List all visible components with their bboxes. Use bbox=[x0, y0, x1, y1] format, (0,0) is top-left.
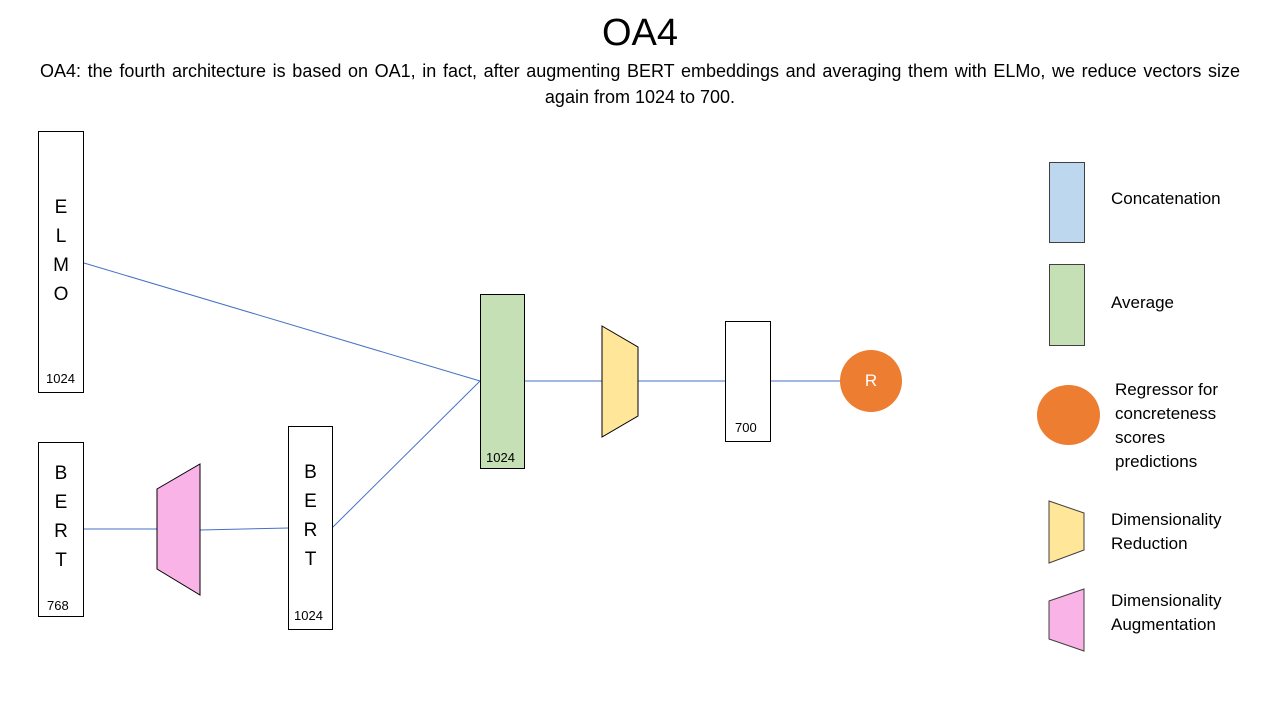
elmo-letter: E bbox=[54, 197, 68, 218]
legend-average-label: Average bbox=[1111, 293, 1175, 312]
connector-elmo-to-average bbox=[83, 262, 481, 382]
page-title: OA4 bbox=[601, 12, 679, 54]
legend-dim-reduction-label: Dimensionality Reduction bbox=[1111, 508, 1222, 556]
bert-input-letter: T bbox=[55, 550, 67, 571]
legend-regressor-line: scores bbox=[1115, 428, 1166, 447]
elmo-letter: L bbox=[55, 226, 67, 247]
elmo-letter: O bbox=[53, 284, 69, 305]
legend-concatenation-label: Concatenation bbox=[1111, 189, 1221, 208]
bert-augmented-box: B E R T 1024 bbox=[288, 426, 333, 630]
augmentation-trapezoid-icon bbox=[156, 463, 201, 596]
bert-augmented-letter: R bbox=[303, 520, 318, 541]
legend-augmentation-trapezoid-icon bbox=[1048, 588, 1085, 652]
bert-augmented-letter: E bbox=[304, 491, 317, 512]
average-dim-label: 1024 bbox=[486, 450, 515, 465]
bert-input-box: B E R T 768 bbox=[38, 442, 84, 617]
bert-input-letter: B bbox=[54, 463, 68, 484]
legend-regressor-line: predictions bbox=[1115, 452, 1198, 471]
bert-input-dim-label: 768 bbox=[47, 598, 69, 613]
bert-augmented-letter: B bbox=[304, 462, 317, 483]
connector-augmentation-to-bert bbox=[199, 527, 290, 531]
legend-regressor-line: Regressor for bbox=[1115, 380, 1218, 399]
elmo-letter: M bbox=[53, 255, 69, 276]
legend-dim-reduction-line: Dimensionality bbox=[1111, 510, 1222, 529]
legend-dim-augmentation-line: Dimensionality bbox=[1111, 591, 1222, 610]
bert-input-letter: R bbox=[54, 521, 68, 542]
reduced-dim-label: 700 bbox=[735, 420, 757, 435]
bert-augmented-letter: T bbox=[304, 549, 317, 570]
reduction-trapezoid-icon bbox=[601, 325, 639, 438]
legend-dim-reduction-line: Reduction bbox=[1111, 534, 1188, 553]
connector-bert-to-average bbox=[332, 380, 481, 528]
legend-concatenation-swatch bbox=[1049, 162, 1085, 243]
legend-dim-augmentation-line: Augmentation bbox=[1111, 615, 1216, 634]
legend-regressor-label: Regressor for concreteness scores predic… bbox=[1115, 378, 1218, 474]
bert-augmented-dim-label: 1024 bbox=[294, 608, 323, 623]
legend-regressor-circle-icon bbox=[1037, 385, 1100, 445]
reduced-box: 700 bbox=[725, 321, 771, 442]
bert-input-letter: E bbox=[54, 492, 68, 513]
legend-average-swatch bbox=[1049, 264, 1085, 346]
legend-reduction-trapezoid-icon bbox=[1048, 500, 1085, 564]
average-block: 1024 bbox=[480, 294, 525, 469]
elmo-dim-label: 1024 bbox=[46, 371, 75, 386]
regressor-node: R bbox=[840, 350, 902, 412]
legend-regressor-line: concreteness bbox=[1115, 404, 1217, 423]
elmo-box: E L M O 1024 bbox=[38, 131, 84, 393]
architecture-description: OA4: the fourth architecture is based on… bbox=[40, 61, 1240, 107]
legend-dim-augmentation-label: Dimensionality Augmentation bbox=[1111, 589, 1222, 637]
